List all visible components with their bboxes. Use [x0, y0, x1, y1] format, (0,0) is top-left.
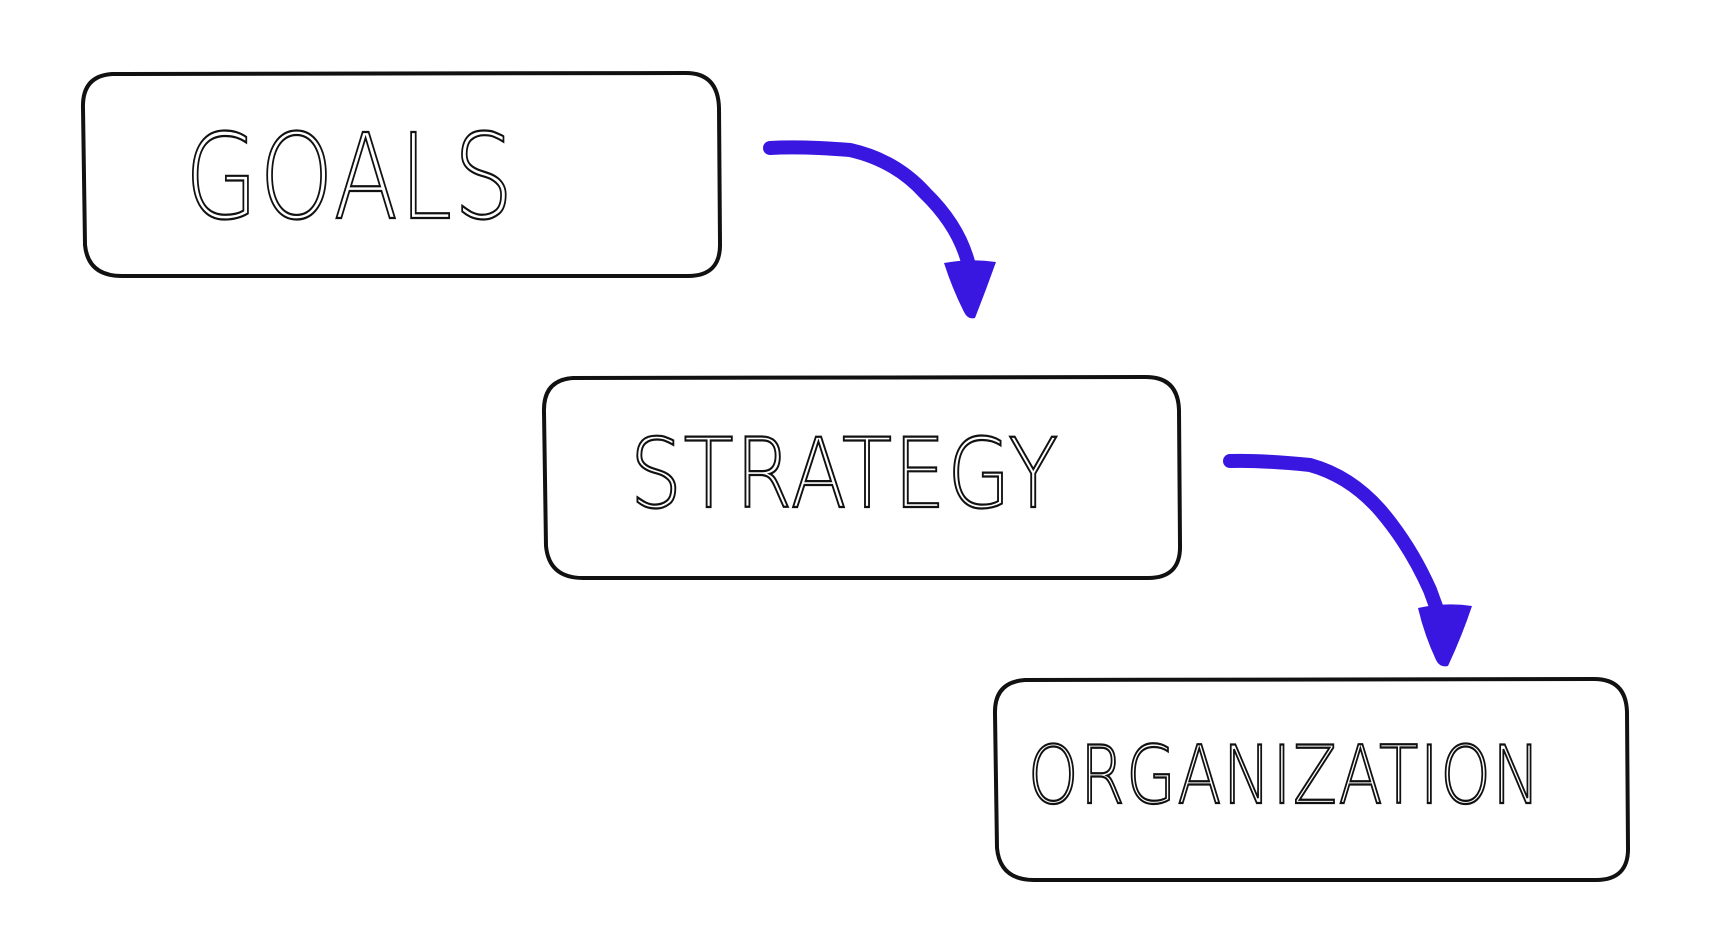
arrow-strategy-to-organization-shaft — [1223, 453, 1445, 619]
goals-label: GOALS — [185, 108, 515, 246]
strategy-box-border — [541, 374, 1183, 580]
arrow-goals-to-strategy-shaft — [763, 140, 977, 285]
arrow-goals-to-strategy-head — [944, 260, 996, 319]
goals-box: GOALS — [80, 70, 723, 278]
organization-label: ORGANIZATION — [1028, 729, 1542, 822]
arrow-strategy-to-organization — [1223, 453, 1472, 667]
organization-box-border — [992, 676, 1631, 882]
strategy-label: STRATEGY — [630, 418, 1060, 530]
arrow-goals-to-strategy — [763, 140, 996, 319]
arrow-strategy-to-organization-head — [1418, 604, 1472, 667]
organization-box: ORGANIZATION — [992, 676, 1631, 882]
strategy-box: STRATEGY — [541, 374, 1183, 580]
goals-box-border — [80, 70, 723, 278]
